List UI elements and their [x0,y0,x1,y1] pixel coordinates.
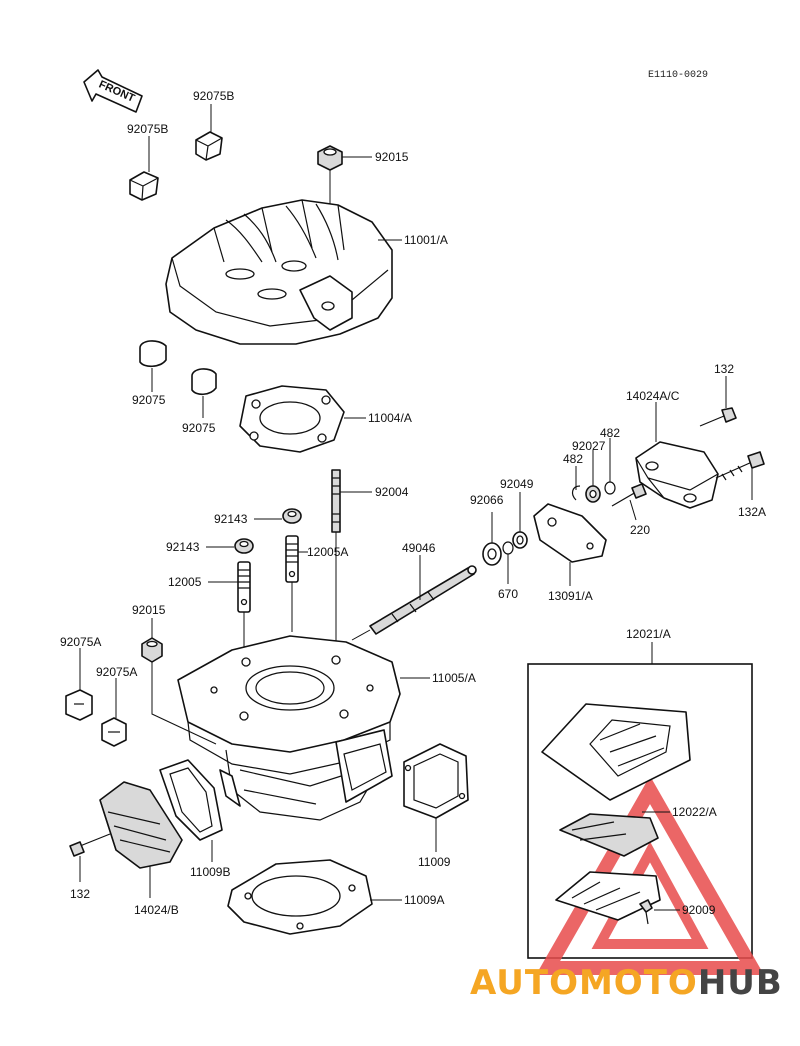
label-220: 220 [630,523,650,537]
label-14024AC: 14024A/C [626,389,680,403]
seal-92049 [512,531,528,549]
label-92143-b: 92143 [166,540,200,554]
reed-valve-group-box [527,663,753,959]
seal-92066 [482,542,502,566]
cylinder-head-cover [165,199,393,345]
gasket-11009A [227,859,373,935]
front-arrow-icon: FRONT [83,69,143,113]
nozzle-12005 [237,561,251,613]
bolt-220 [611,483,647,507]
label-670: 670 [498,587,518,601]
circlip-482-b [604,481,616,495]
label-92075B-top: 92075B [193,89,234,103]
label-92143-a: 92143 [214,512,248,526]
damper-92075-b [191,368,217,396]
watermark-logo: AUTOMOTOHUB [470,963,783,1003]
shaft-49046 [369,565,477,635]
head-gasket-11004A [239,385,345,453]
label-12005A: 12005A [307,545,348,559]
bolt-132A [715,451,765,481]
circlip-482-a [571,485,581,501]
label-482-b: 482 [600,426,620,440]
plate-13091A [533,503,607,563]
cover-14024AC [635,441,719,509]
reed-valve-assembly-12022A [541,703,691,921]
nut-92015-top [317,145,343,171]
watermark-text-part1: AUTOMOTO [470,963,698,1003]
label-11005A: 11005/A [432,671,476,685]
screw-92009 [639,899,653,925]
washer-92143-b [234,538,254,554]
washer-92027 [585,485,601,503]
label-482-a: 482 [563,452,583,466]
label-92075A-a: 92075A [60,635,101,649]
damper-92075A-a [65,689,93,721]
nozzle-12005A [285,535,299,583]
label-92075A-b: 92075A [96,665,137,679]
damper-92075B-left [129,171,159,201]
label-92075-b: 92075 [182,421,216,435]
label-11009B: 11009B [190,865,230,879]
label-11009A: 11009A [404,893,444,907]
label-49046: 49046 [402,541,436,555]
nut-92015-mid [141,637,163,663]
label-92049: 92049 [500,477,534,491]
damper-92075A-b [101,717,127,747]
label-92066: 92066 [470,493,504,507]
damper-92075B-top [195,131,223,161]
label-92004: 92004 [375,485,409,499]
diagram-code: E1110-0029 [648,70,708,81]
washer-92143-a [282,508,302,524]
cylinder-11005A [177,635,401,821]
bolt-132-top [699,407,737,427]
svg-text:AUTOMOTOHUB: AUTOMOTOHUB [470,963,783,1003]
stud-92004 [331,469,341,533]
label-11001A: 11001/A [404,233,448,247]
label-12022A: 12022/A [672,805,717,819]
bolt-132-bottom [69,833,111,857]
label-92015-mid: 92015 [132,603,166,617]
label-11009: 11009 [418,855,451,869]
gasket-11009 [403,743,469,819]
label-14024B: 14024/B [134,903,179,917]
label-92075B-left: 92075B [127,122,168,136]
o-ring-670 [502,541,514,555]
watermark-text-part2: HUB [698,963,783,1003]
label-132-top: 132 [714,362,734,376]
label-92027: 92027 [572,439,606,453]
label-12005: 12005 [168,575,202,589]
cover-14024B [99,781,183,869]
damper-92075-a [139,340,167,368]
label-12021A: 12021/A [626,627,671,641]
label-11004A: 11004/A [368,411,412,425]
label-92015-top: 92015 [375,150,409,164]
label-132-bottom: 132 [70,887,90,901]
label-92009: 92009 [682,903,716,917]
label-13091A: 13091/A [548,589,593,603]
gasket-11009B [159,759,223,841]
label-92075-a: 92075 [132,393,166,407]
label-132A: 132A [738,505,766,519]
